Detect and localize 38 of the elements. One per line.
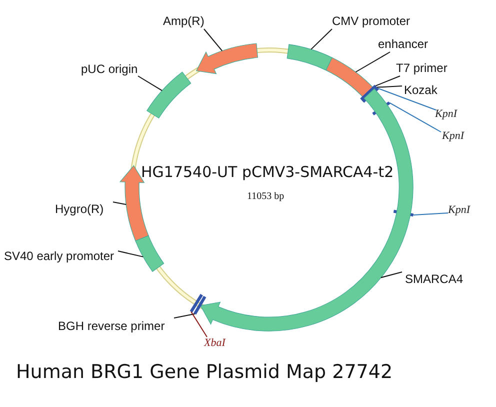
- feature-segment: [146, 72, 192, 118]
- plasmid-size-label: 11053 bp: [247, 191, 284, 203]
- site-mark: [190, 294, 203, 312]
- leader-line: [174, 313, 196, 318]
- restriction-site-label: XbaI: [204, 337, 226, 349]
- leader-line: [118, 250, 144, 258]
- plasmid-title: HG17540-UT pCMV3-SMARCA4-t2: [141, 163, 394, 181]
- feature-segment: [135, 235, 164, 272]
- feature-label: BGH reverse primer: [58, 319, 165, 334]
- site-mark: [194, 296, 206, 315]
- leader-line: [376, 86, 402, 88]
- leader-line: [412, 212, 448, 216]
- leader-line: [388, 102, 442, 132]
- feature-label: T7 primer: [396, 61, 448, 76]
- restriction-site-label: KpnI: [435, 108, 457, 120]
- feature-label: SV40 early promoter: [4, 249, 114, 264]
- leader-line: [190, 311, 208, 338]
- restriction-site-label: KpnI: [448, 204, 470, 216]
- leader-line: [377, 88, 436, 110]
- feature-label: Hygro(R): [55, 202, 104, 217]
- leader-line: [375, 76, 400, 86]
- feature-label: Amp(R): [163, 14, 204, 29]
- feature-label: enhancer: [378, 37, 428, 52]
- restriction-site-label: KpnI: [442, 130, 464, 142]
- leader-line: [310, 28, 332, 50]
- leader-line: [204, 28, 223, 52]
- leader-line: [138, 76, 162, 92]
- feature-label: pUC origin: [81, 62, 138, 77]
- feature-label: SMARCA4: [405, 272, 464, 287]
- leader-line: [355, 52, 390, 72]
- feature-label: Kozak: [404, 83, 438, 98]
- feature-segment: [326, 57, 375, 99]
- leader-line: [380, 272, 402, 278]
- feature-segment: [286, 44, 332, 70]
- gene-segment: [196, 43, 258, 74]
- feature-label: CMV promoter: [332, 14, 410, 29]
- figure-caption: Human BRG1 Gene Plasmid Map 27742: [16, 360, 393, 384]
- leader-line: [112, 202, 127, 205]
